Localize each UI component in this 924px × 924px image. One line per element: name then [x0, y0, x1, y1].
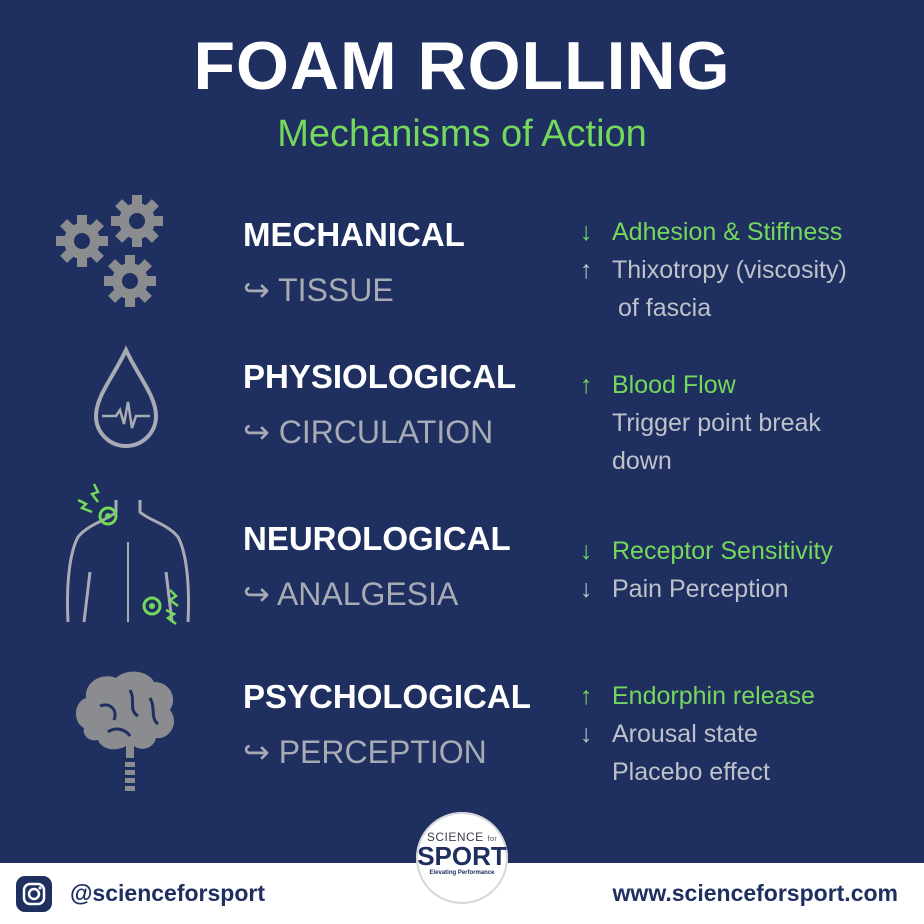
row-psychological: PSYCHOLOGICAL ↪ PERCEPTION ↑Endorphin re…	[0, 660, 924, 800]
effect-item: ↑Thixotropy (viscosity)	[580, 256, 847, 284]
effect-item: ↓Adhesion & Stiffness	[580, 218, 843, 246]
category-label: PSYCHOLOGICAL	[243, 678, 531, 715]
category-label: MECHANICAL	[243, 216, 465, 253]
effect-item: down	[612, 447, 672, 475]
row-mechanical: MECHANICAL ↪ TISSUE ↓Adhesion & Stiffnes…	[0, 180, 924, 330]
effect-item: ↓Receptor Sensitivity	[580, 537, 833, 565]
effect-item: ↓Pain Perception	[580, 575, 789, 603]
row-physiological: PHYSIOLOGICAL ↪ CIRCULATION ↑Blood Flow …	[0, 340, 924, 480]
effect-item: Trigger point break	[612, 409, 821, 437]
effect-item: ↑Endorphin release	[580, 682, 815, 710]
gears-icon	[56, 195, 163, 307]
effect-item: ↑Blood Flow	[580, 371, 736, 399]
target-label: ↪ ANALGESIA	[243, 576, 459, 612]
instagram-icon[interactable]	[16, 876, 52, 912]
effects-list: ↓Adhesion & Stiffness ↑Thixotropy (visco…	[580, 213, 924, 327]
page-title: FOAM ROLLING	[193, 28, 731, 104]
back-pain-icon	[66, 483, 190, 625]
effects-list: ↑Blood Flow Trigger point break down	[580, 366, 924, 480]
row-neurological: NEUROLOGICAL ↪ ANALGESIA ↓Receptor Sensi…	[0, 482, 924, 632]
target-label: ↪ PERCEPTION	[243, 734, 487, 770]
science-for-sport-logo: SCIENCE for SPORT Elevating Performance	[416, 812, 508, 904]
page-subtitle: Mechanisms of Action	[277, 113, 647, 155]
logo-tagline: Elevating Performance	[429, 870, 495, 876]
website-link[interactable]: www.scienceforsport.com	[612, 880, 898, 906]
brain-icon	[75, 671, 175, 791]
category-label: PHYSIOLOGICAL	[243, 358, 517, 395]
blood-drop-icon	[93, 345, 159, 448]
logo-main-text: SPORT	[417, 841, 507, 871]
effects-list: ↑Endorphin release ↓Arousal state Placeb…	[580, 677, 924, 791]
effects-list: ↓Receptor Sensitivity ↓Pain Perception	[580, 532, 924, 608]
category-label: NEUROLOGICAL	[243, 520, 511, 557]
effect-item: ↓Arousal state	[580, 720, 758, 748]
target-label: ↪ CIRCULATION	[243, 414, 494, 450]
logo-top-text: SCIENCE for	[426, 830, 498, 844]
target-label: ↪ TISSUE	[243, 272, 394, 308]
effect-item: of fascia	[618, 294, 712, 322]
effect-item: Placebo effect	[612, 758, 770, 786]
social-handle[interactable]: @scienceforsport	[70, 880, 265, 906]
